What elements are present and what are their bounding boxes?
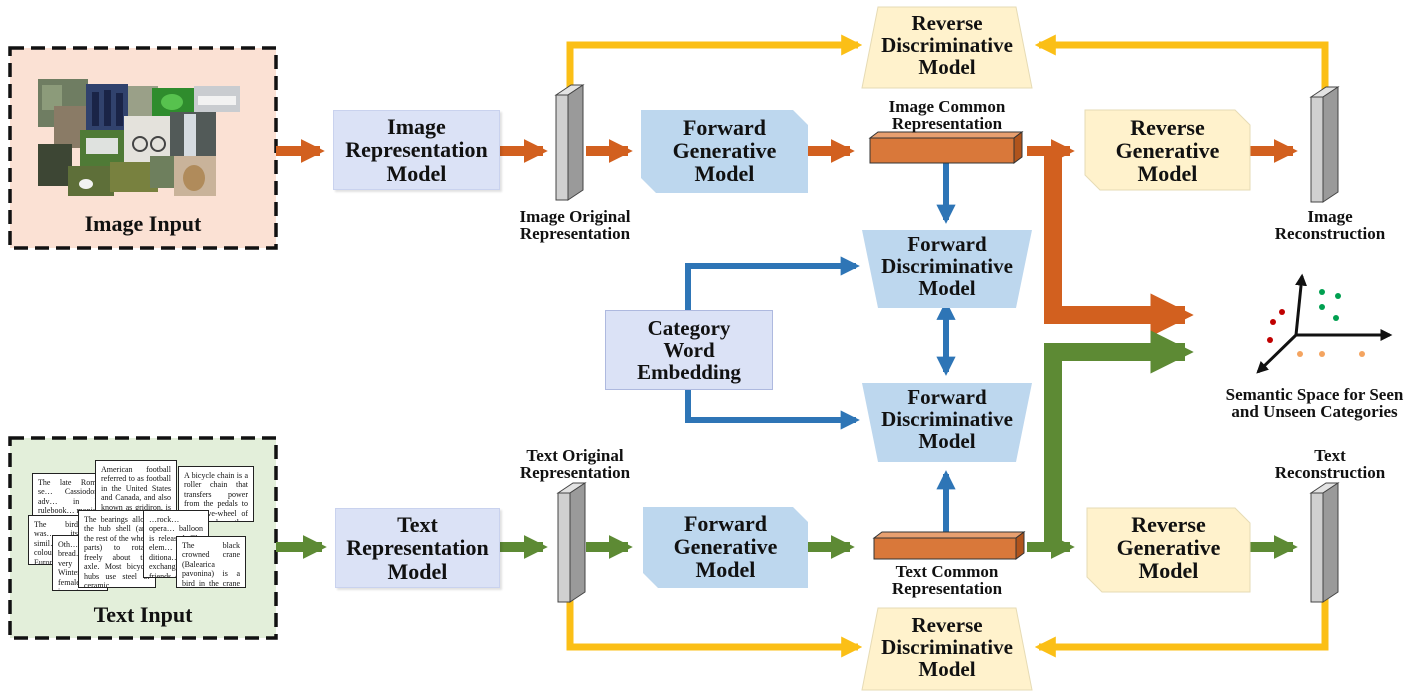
image-input-title: Image Input	[84, 211, 202, 236]
image-reconstruction-bar	[1309, 86, 1340, 203]
text-input-title: Text Input	[93, 602, 193, 627]
category-flow-arrows	[685, 162, 956, 533]
reverse-flow-arrows	[566, 34, 1329, 658]
3d-axes-icon	[1256, 273, 1393, 374]
text-flow-arrows	[276, 330, 1298, 560]
reverse-generative-model-text-shape	[1086, 507, 1251, 593]
reverse-discriminative-model-bottom-shape	[861, 607, 1033, 691]
reverse-generative-model-image-shape	[1084, 109, 1251, 191]
image-flow-arrows	[276, 138, 1298, 337]
photo-collage-icon	[38, 79, 240, 196]
text-reconstruction-bar	[1309, 482, 1340, 603]
forward-discriminative-model-1-shape	[862, 230, 1032, 308]
text-common-bar	[872, 531, 1026, 560]
text-doc-8: The black crowned crane (Balearica pavon…	[176, 536, 246, 588]
forward-generative-model-text-shape	[643, 507, 808, 588]
forward-generative-model-image-shape	[641, 110, 808, 193]
forward-discriminative-model-2-shape	[862, 383, 1032, 462]
image-common-bar	[868, 131, 1024, 164]
image-original-bar	[554, 84, 585, 201]
text-original-bar	[556, 482, 587, 603]
reverse-discriminative-model-top-shape	[861, 6, 1033, 89]
